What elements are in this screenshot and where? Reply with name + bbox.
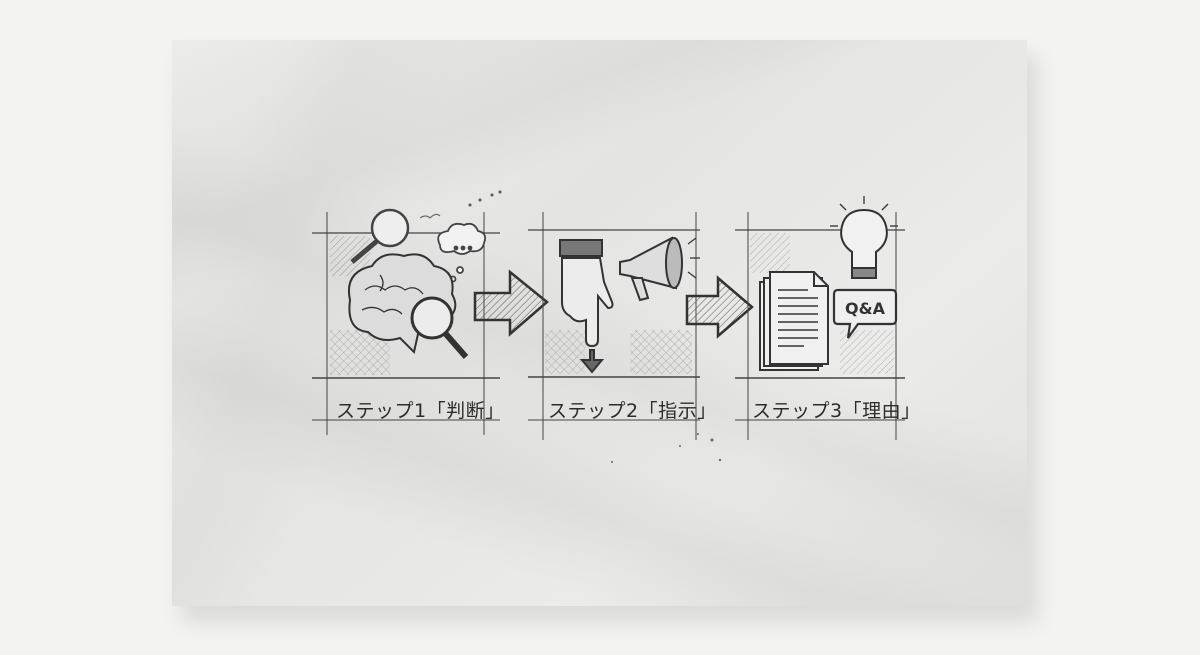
magnifying-glass-icon [410,296,469,359]
arrow-1-to-2 [473,269,549,337]
arrow-2-to-3 [685,275,754,339]
documents-icon [759,271,829,371]
magnifying-glass-icon [350,208,410,264]
svg-text:Q&A: Q&A [845,299,886,318]
step-2-label: ステップ2「指示」 [548,400,717,422]
lightbulb-icon [830,196,898,279]
pencil-dust [611,433,722,463]
step-2-frame [528,212,700,440]
step-3-label: ステップ3「理由」 [752,400,921,422]
qa-speech-bubble-icon: Q&A [832,288,898,339]
thought-bubble-icon [437,222,487,283]
pencil-scribble [419,190,502,219]
pointing-hand-icon [559,239,614,374]
step-1-label: ステップ1「判断」 [336,400,505,422]
megaphone-icon [619,236,700,302]
